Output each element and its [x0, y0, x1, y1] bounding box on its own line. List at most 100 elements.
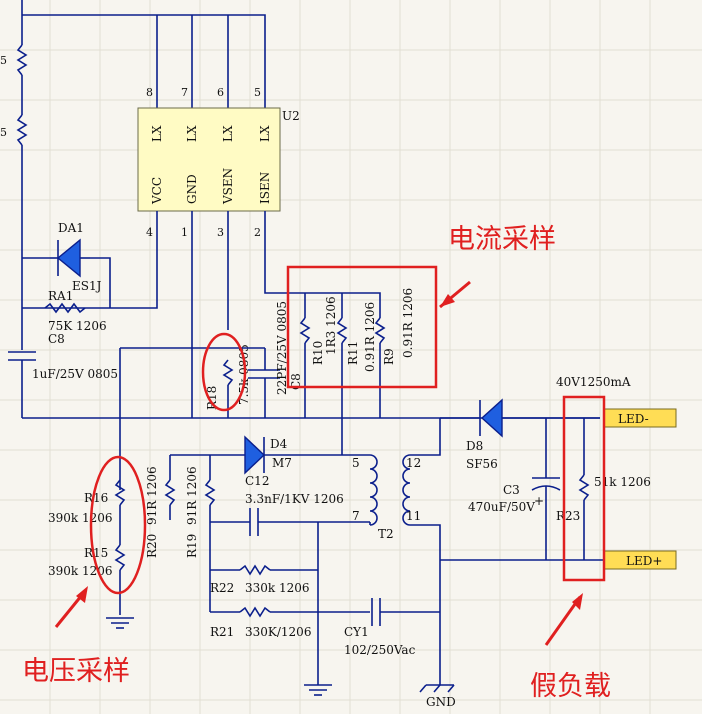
r22-ref: R22	[210, 581, 234, 595]
diode-da1	[50, 238, 90, 278]
ic-pin-name-vcc: VCC	[150, 177, 164, 205]
diode-d8	[440, 398, 600, 438]
resistor-r21	[210, 606, 370, 618]
r10-value: 1R3 1206	[324, 296, 338, 355]
resistor-r18	[222, 359, 234, 418]
r9-value: 0.91R 1206	[401, 288, 415, 358]
da1-part: ES1J	[72, 279, 102, 293]
ic-pin-8: 8	[146, 86, 153, 99]
transformer-t2	[369, 418, 441, 685]
ic-pin-4: 4	[146, 226, 153, 239]
resistor-r16	[114, 479, 126, 545]
cy1-value: 102/250Vac	[344, 643, 416, 657]
ic-pin-name-isen: ISEN	[258, 172, 272, 204]
ic-pin-name-lx-7: LX	[185, 125, 199, 142]
ic-pin-1: 1	[181, 226, 188, 239]
r18-ref: R18	[205, 386, 219, 410]
left-resistor-bottom	[16, 114, 28, 146]
ic-pin-name-lx-5: LX	[258, 125, 272, 142]
annotation-voltage-sampling: 电压采样	[22, 656, 130, 687]
r21-value: 330K/1206	[245, 625, 311, 639]
ground-symbol-right	[419, 684, 455, 693]
resistor-r15	[114, 544, 126, 615]
ic-pin-3: 3	[217, 226, 224, 239]
r20-ref: R20	[145, 534, 159, 558]
edge-label-5b: 5	[0, 126, 7, 139]
resistor-r20	[164, 455, 176, 520]
c12-value: 3.3nF/1KV 1206	[245, 492, 344, 506]
c3-plus: +	[534, 494, 544, 508]
d8-ref: D8	[466, 439, 483, 453]
r11-ref: R11	[346, 341, 360, 365]
resistor-ra1	[44, 302, 86, 314]
annotation-dummy-load: 假负载	[530, 671, 611, 702]
led-minus-label: LED-	[618, 412, 649, 426]
r16-ref: R16	[84, 491, 108, 505]
da1-ref: DA1	[58, 221, 84, 235]
top-wires	[16, 0, 266, 350]
left-resistor-top	[16, 44, 28, 76]
resistor-r19	[204, 455, 216, 612]
ic-u2	[137, 107, 281, 212]
ground-symbol-mid	[304, 522, 332, 696]
r16-value: 390k 1206	[48, 511, 113, 525]
ic-pin-2-num: 2	[254, 226, 261, 239]
ic-pin-6: 6	[217, 86, 224, 99]
t2-pin-12: 12	[406, 456, 421, 470]
c8-left-ref: C8	[48, 332, 65, 346]
r19-ref: R19	[185, 534, 199, 558]
ra1-ref: RA1	[48, 289, 73, 303]
capacitor-c12	[210, 508, 370, 536]
annotation-r18-ellipse	[201, 332, 247, 412]
gnd-label: GND	[426, 695, 456, 709]
ic-pin-name-gnd: GND	[185, 174, 199, 204]
resistor-r11	[336, 317, 348, 455]
d4-part: M7	[272, 456, 292, 470]
c3-value: 470uF/50V	[468, 500, 535, 514]
ground-symbol-left	[106, 617, 134, 629]
annotation-voltage-ellipse	[54, 455, 147, 628]
t2-pin-11: 11	[406, 509, 421, 523]
r21-ref: R21	[210, 625, 234, 639]
d4-ref: D4	[270, 437, 288, 451]
ic-pin-name-lx-8: LX	[150, 125, 164, 142]
annotation-load-box	[544, 395, 606, 646]
c8-mid-value: 22PF/25V 0805	[275, 301, 289, 395]
r15-ref: R15	[84, 546, 108, 560]
r9-ref: R9	[382, 348, 396, 365]
t2-ref: T2	[378, 527, 394, 541]
capacitor-cy1	[371, 598, 440, 626]
ic-pin-name-lx-6: LX	[221, 125, 235, 142]
ic-pin-7: 7	[181, 86, 188, 99]
resistor-r9	[374, 317, 386, 418]
capacitor-c8-left	[8, 351, 36, 418]
cy1-ref: CY1	[344, 625, 369, 639]
t2-pin-5: 5	[352, 456, 360, 470]
led-plus-label: LED+	[626, 554, 662, 568]
edge-label-5a: 5	[0, 54, 7, 67]
r23-value: 51k 1206	[594, 475, 651, 489]
ic-ref: U2	[282, 109, 300, 123]
t2-pin-7: 7	[352, 509, 360, 523]
resistor-r22	[210, 564, 318, 576]
r22-value: 330k 1206	[245, 581, 310, 595]
r15-value: 390k 1206	[48, 564, 113, 578]
c8-left-value: 1uF/25V 0805	[32, 367, 118, 381]
capacitor-c3	[531, 418, 561, 560]
diode-d4	[170, 435, 370, 475]
ic-pin-5: 5	[254, 86, 261, 99]
resistor-r23	[578, 418, 590, 560]
c12-ref: C12	[245, 474, 269, 488]
r19-value: 91R 1206	[185, 466, 199, 525]
d8-part: SF56	[466, 457, 498, 471]
c3-ref: C3	[503, 483, 520, 497]
r23-ref: R23	[556, 509, 580, 523]
annotation-current-box	[286, 265, 471, 389]
ic-pin-name-vsen: VSEN	[221, 168, 235, 205]
resistor-r10	[299, 317, 311, 418]
r10-ref: R10	[311, 341, 325, 365]
r20-value: 91R 1206	[145, 466, 159, 525]
